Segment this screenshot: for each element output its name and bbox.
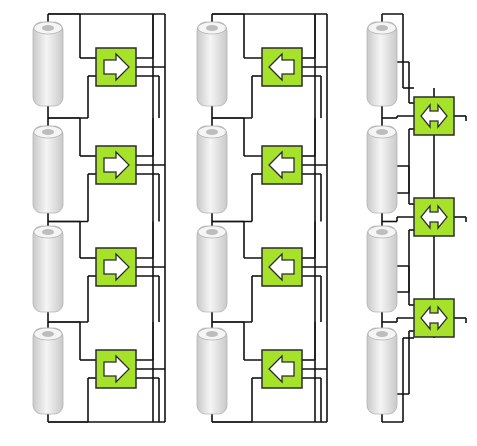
right-arrow-icon [103,354,130,384]
bidirectional-arrow-icon [420,305,448,331]
battery-cell [196,125,228,214]
right-arrow-icon [103,252,130,282]
battery-cell [366,225,398,313]
battery-cell [366,21,398,107]
battery-cell [196,21,228,107]
battery-cell [366,327,398,415]
left-arrow-icon [268,52,295,82]
battery-cell [196,225,228,313]
balancer-module [413,96,455,136]
battery-cell [32,225,64,313]
left-arrow-icon [268,354,295,384]
battery-cell [196,327,228,415]
bidirectional-arrow-icon [420,103,448,129]
left-arrow-icon [268,252,295,282]
balancer-module [95,145,137,185]
left-arrow-icon [268,150,295,180]
bidirectional-arrow-icon [420,204,448,230]
balancer-module [261,47,303,87]
balancer-module [95,247,137,287]
battery-cell [32,21,64,107]
balancer-module [261,349,303,389]
balancer-module [261,145,303,185]
right-arrow-icon [103,52,130,82]
battery-cell [366,125,398,214]
balancer-module [413,197,455,237]
battery-cell [32,125,64,214]
balancer-module [413,298,455,338]
balancer-module [261,247,303,287]
balancer-modules [95,47,455,389]
right-arrow-icon [103,150,130,180]
balancer-module [95,349,137,389]
balancer-module [95,47,137,87]
battery-cells [32,21,398,415]
battery-cell [32,327,64,415]
